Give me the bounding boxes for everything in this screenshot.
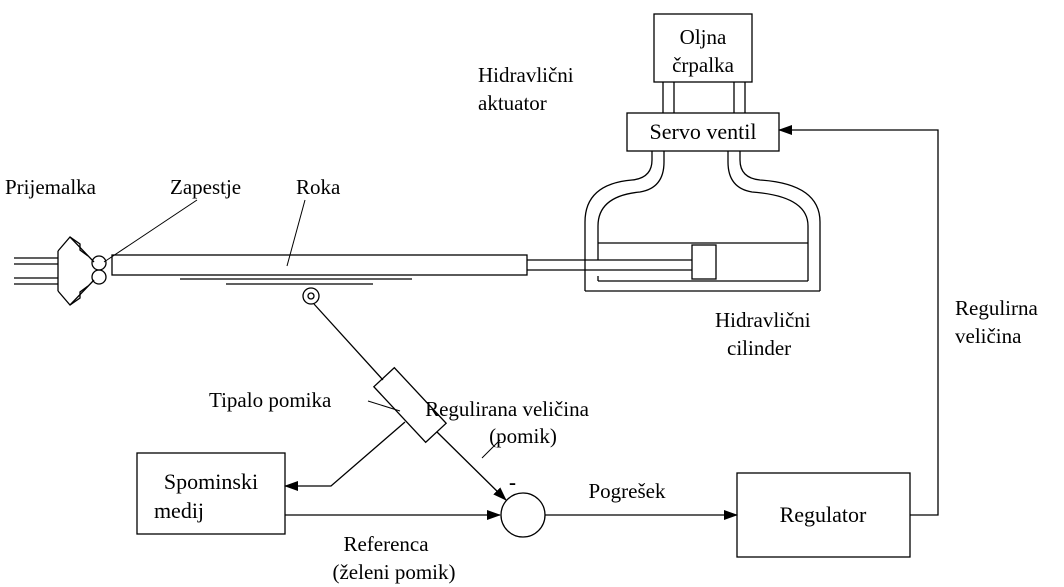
- memory-arrow: [284, 421, 406, 491]
- piston: [691, 244, 717, 280]
- memory-box: [136, 452, 286, 535]
- hydraulic-actuator-label-1: Hidravlični: [478, 63, 574, 87]
- controlled-variable-label-2: (pomik): [489, 424, 557, 448]
- linkage-upper: [313, 303, 384, 381]
- control-variable-label-2: veličina: [955, 324, 1022, 348]
- error-label: Pogrešek: [589, 479, 666, 503]
- hydraulic-actuator-label-2: aktuator: [478, 91, 547, 115]
- wrist-label: Zapestje: [170, 175, 241, 199]
- pivot-outer: [302, 287, 320, 305]
- memory-label-1: Spominski: [164, 469, 258, 494]
- piston-rod: [527, 259, 692, 271]
- sensor-leader: [367, 400, 401, 412]
- controlled-variable-label-1: Regulirana veličina: [425, 397, 590, 421]
- oil-pump-label-1: Oljna: [680, 25, 727, 49]
- feedback-arrow: [436, 431, 507, 501]
- hydraulic-cylinder: [585, 242, 820, 292]
- valve-cylinder-pipes: [584, 151, 821, 291]
- reference-label-2: (želeni pomik): [332, 560, 455, 584]
- hydraulic-cylinder-label-2: cilinder: [727, 336, 791, 360]
- sensor-box: [372, 366, 448, 444]
- control-signal-arrow: [778, 125, 939, 516]
- control-variable-label-1: Regulirna: [955, 296, 1038, 320]
- oil-pump-label-2: črpalka: [672, 53, 734, 77]
- wrist-leader: [103, 199, 198, 263]
- sensor-label: Tipalo pomika: [209, 388, 332, 412]
- pivot-inner: [307, 292, 315, 300]
- controller-label: Regulator: [780, 502, 867, 527]
- displacement-sensor: [372, 366, 448, 444]
- memory-label-2: medij: [154, 498, 204, 523]
- controlled-variable-leader: [481, 439, 501, 459]
- oil-pump-box: [653, 13, 753, 83]
- servo-valve-label: Servo ventil: [650, 119, 757, 144]
- comparator: [500, 492, 546, 538]
- minus-sign: -: [509, 470, 516, 494]
- arm-label: Roka: [296, 175, 341, 199]
- arm-bar: [111, 254, 528, 276]
- hydraulic-cylinder-label-1: Hidravlični: [715, 308, 811, 332]
- gripper-label: Prijemalka: [5, 175, 97, 199]
- pump-valve-pipes: [662, 82, 746, 113]
- wrist-joint: [91, 255, 107, 285]
- arm-leader: [286, 199, 306, 267]
- gripper: [14, 236, 95, 306]
- reference-label-1: Referenca: [343, 532, 429, 556]
